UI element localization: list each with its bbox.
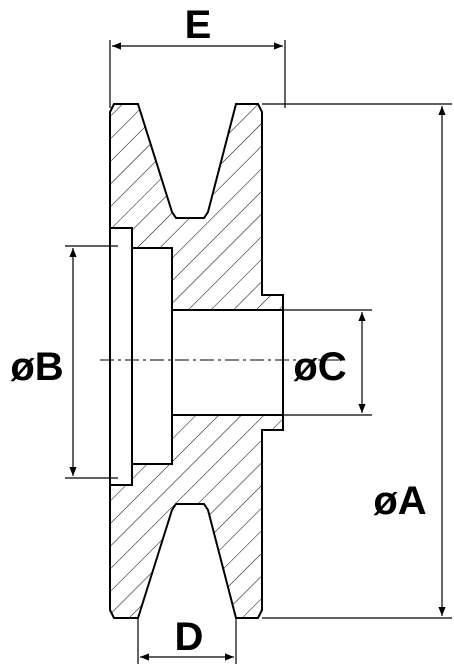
- upper-section-half: [109, 103, 284, 311]
- label-E: E: [185, 3, 212, 47]
- pulley-section: [109, 103, 284, 619]
- bore: [171, 309, 284, 416]
- label-C: øC: [293, 345, 346, 389]
- label-B: øB: [10, 345, 63, 389]
- lower-section-half: [109, 414, 284, 619]
- label-D: D: [175, 615, 204, 659]
- dimension-lines: [69, 42, 446, 661]
- extension-lines: [65, 40, 452, 664]
- hub-recess: [109, 227, 133, 486]
- label-A: øA: [373, 479, 426, 523]
